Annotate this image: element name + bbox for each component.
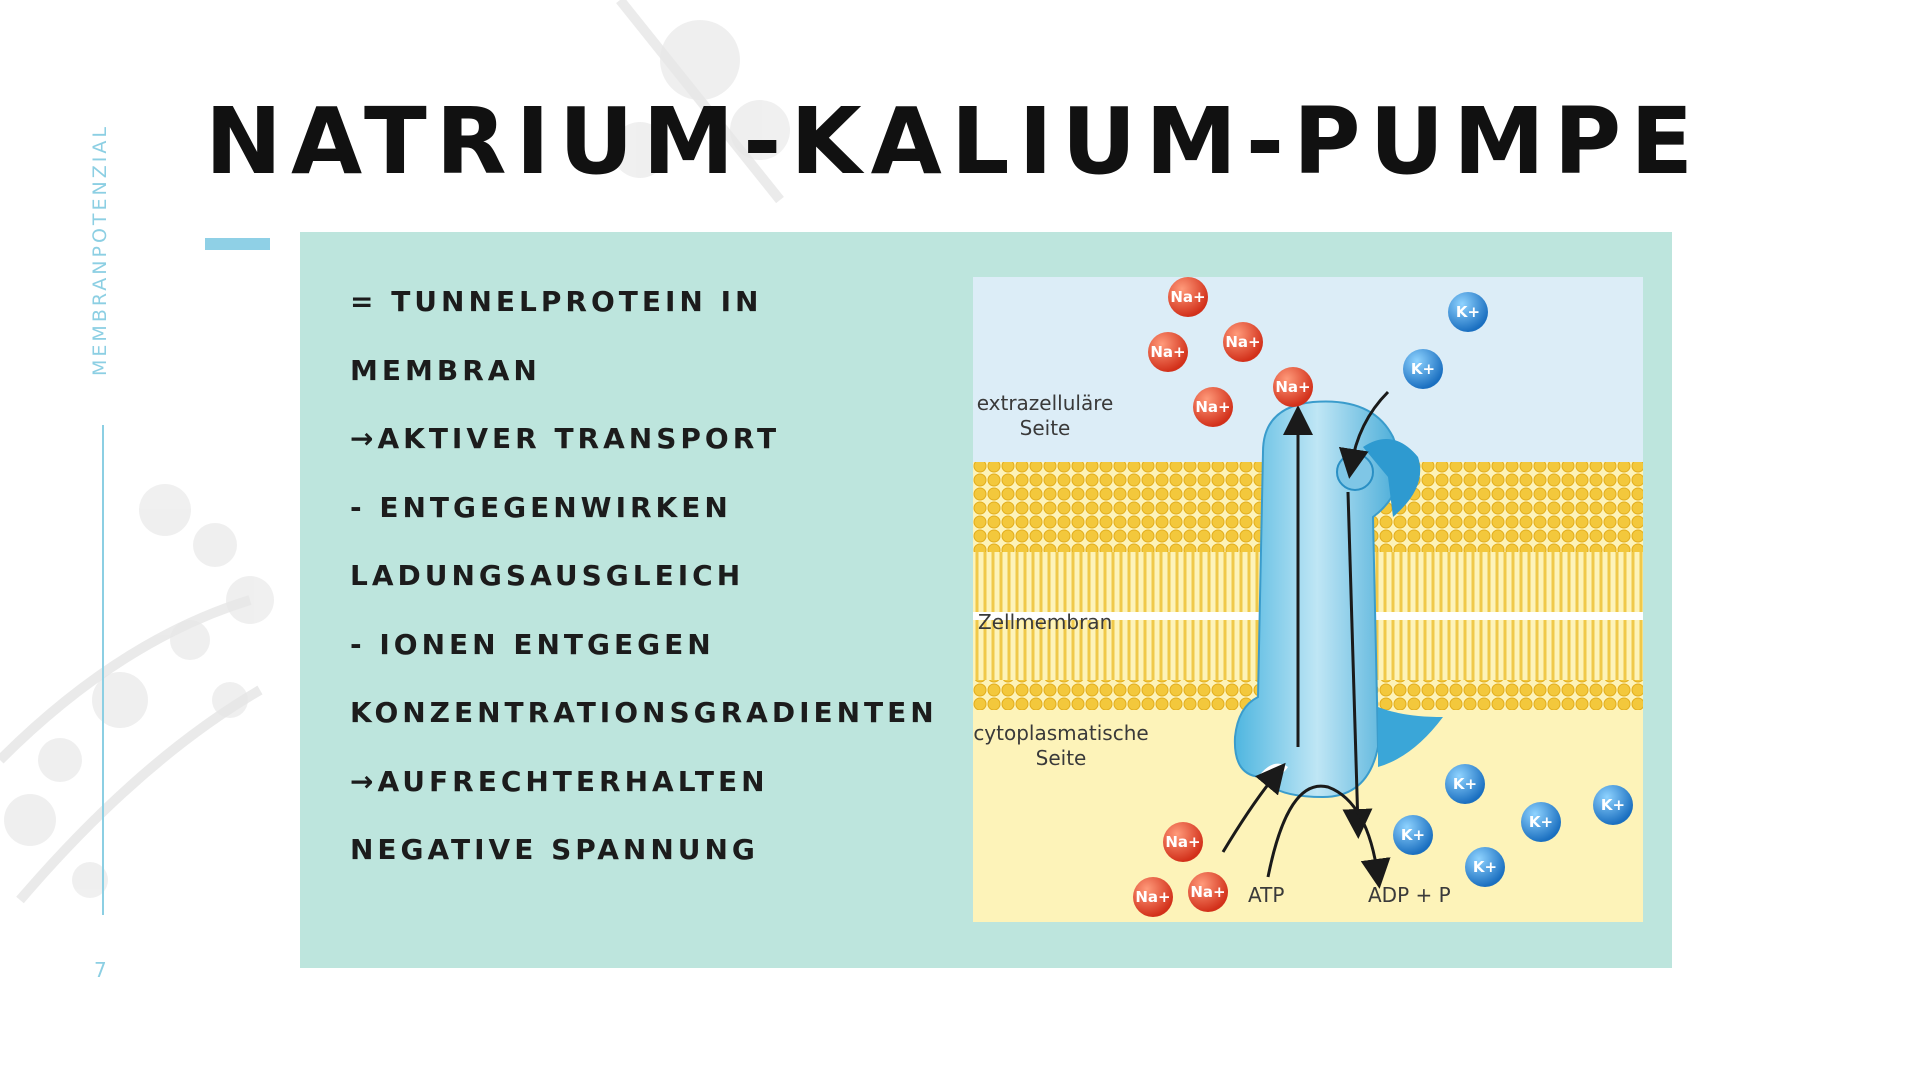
side-section-label-text: MEMBRANPOTENZIAL	[89, 124, 112, 376]
atp-label: ATP	[1248, 883, 1284, 907]
extracellular-label-line1: extrazelluläre	[977, 391, 1114, 415]
bullet-list: = TUNNELPROTEIN IN MEMBRAN →AKTIVER TRAN…	[350, 282, 938, 899]
bullet-line: KONZENTRATIONSGRADIENTEN	[350, 696, 938, 729]
bullet-line: →AUFRECHTERHALTEN	[350, 764, 769, 798]
bullet-line: = TUNNELPROTEIN IN	[350, 285, 763, 318]
membrane-label: Zellmembran	[978, 610, 1112, 634]
bullet-line: NEGATIVE SPANNUNG	[350, 833, 759, 866]
svg-text:Na+: Na+	[1170, 288, 1205, 306]
sodium-ions: Na+ Na+ Na+ Na+ Na+ Na+ Na+ Na+	[1133, 277, 1313, 917]
sodium-ion: Na+	[1148, 332, 1188, 372]
bullet-line: →AKTIVER TRANSPORT	[350, 422, 781, 455]
potassium-ion: K+	[1465, 847, 1505, 887]
sodium-ion: Na+	[1163, 822, 1203, 862]
cytoplasmic-label-line1: cytoplasmatische	[973, 721, 1148, 745]
sodium-ion: Na+	[1273, 367, 1313, 407]
svg-text:K+: K+	[1453, 775, 1477, 793]
sodium-ion: Na+	[1133, 877, 1173, 917]
side-divider-line	[102, 425, 104, 915]
potassium-ion: K+	[1521, 802, 1561, 842]
bullet-line: - IONEN ENTGEGEN	[350, 627, 715, 661]
svg-text:Na+: Na+	[1150, 343, 1185, 361]
title-accent-bar	[205, 238, 270, 250]
svg-text:Na+: Na+	[1225, 333, 1260, 351]
potassium-ion: K+	[1593, 785, 1633, 825]
extracellular-label-line2: Seite	[1020, 416, 1071, 440]
svg-text:K+: K+	[1411, 360, 1435, 378]
adp-label: ADP + P	[1368, 883, 1451, 907]
svg-text:K+: K+	[1456, 303, 1480, 321]
sodium-ion: Na+	[1223, 322, 1263, 362]
potassium-ion: K+	[1393, 815, 1433, 855]
potassium-ion: K+	[1445, 764, 1485, 804]
cytoplasmic-label-line2: Seite	[1036, 746, 1087, 770]
svg-text:K+: K+	[1401, 826, 1425, 844]
side-section-label: MEMBRANPOTENZIAL	[86, 110, 114, 390]
potassium-ion: K+	[1448, 292, 1488, 332]
sodium-ion: Na+	[1193, 387, 1233, 427]
svg-text:K+: K+	[1473, 858, 1497, 876]
svg-text:Na+: Na+	[1195, 398, 1230, 416]
svg-text:K+: K+	[1529, 813, 1553, 831]
bullet-line: - ENTGEGENWIRKEN	[350, 490, 732, 524]
pump-diagram: Na+ Na+ Na+ Na+ Na+ Na+ Na+ Na+ K+ K+ K+…	[973, 277, 1643, 917]
page-number: 7	[94, 958, 107, 982]
bullet-line: MEMBRAN	[350, 353, 541, 387]
potassium-ion: K+	[1403, 349, 1443, 389]
svg-text:Na+: Na+	[1165, 833, 1200, 851]
svg-text:Na+: Na+	[1275, 378, 1310, 396]
svg-text:Na+: Na+	[1135, 888, 1170, 906]
potassium-ions: K+ K+ K+ K+ K+ K+ K+	[1393, 292, 1633, 887]
transport-arrows	[1221, 390, 1391, 889]
sodium-ion: Na+	[1168, 277, 1208, 317]
svg-text:K+: K+	[1601, 796, 1625, 814]
sodium-potassium-pump-figure: Na+ Na+ Na+ Na+ Na+ Na+ Na+ Na+ K+ K+ K+…	[973, 277, 1643, 922]
content-panel: = TUNNELPROTEIN IN MEMBRAN →AKTIVER TRAN…	[300, 232, 1672, 968]
bullet-line: LADUNGSAUSGLEICH	[350, 559, 745, 592]
slide-title: NATRIUM-KALIUM-PUMPE	[205, 88, 1703, 195]
sodium-ion: Na+	[1188, 872, 1228, 912]
svg-text:Na+: Na+	[1190, 883, 1225, 901]
